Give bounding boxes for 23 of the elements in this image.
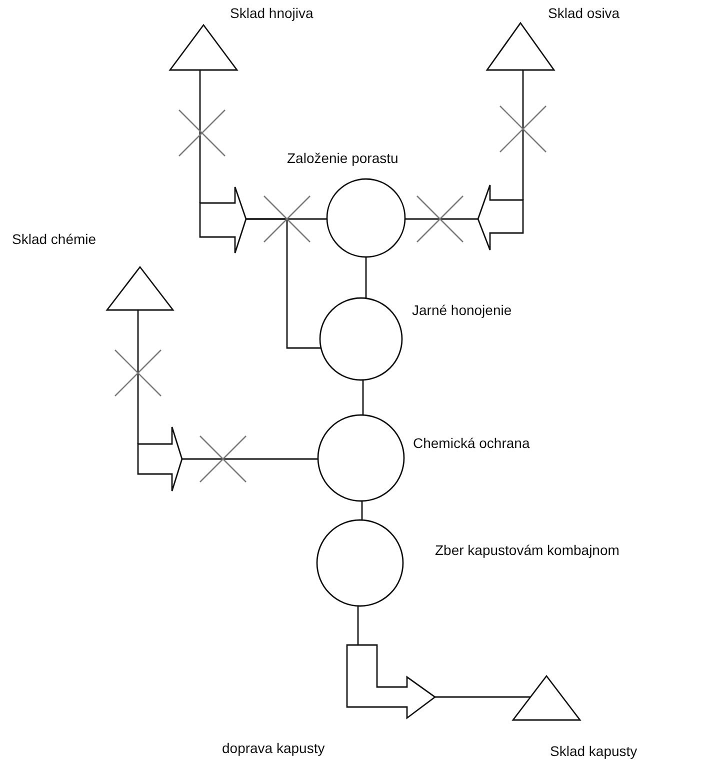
connector-line: [199, 70, 201, 203]
node-label: Zber kapustovám kombajnom: [435, 542, 620, 558]
node-label: Sklad osiva: [548, 5, 620, 21]
node-label: doprava kapusty: [222, 740, 325, 756]
connector-line: [361, 501, 363, 520]
connector-line: [362, 380, 364, 415]
connector-line: [246, 218, 321, 349]
connector-line: [137, 310, 139, 444]
connector-line: [405, 218, 478, 220]
transport-arrow: [138, 427, 182, 491]
node-label: Sklad kapusty: [550, 743, 638, 759]
node-label: Sklad hnojiva: [230, 5, 314, 21]
transport-arrow: [478, 185, 523, 250]
connector-line: [357, 606, 359, 645]
node-label: Chemická ochrana: [413, 435, 530, 451]
connector-line: [522, 70, 524, 200]
connector-line: [435, 696, 531, 698]
node-label: Jarné honojenie: [412, 302, 512, 318]
node-label: Založenie porastu: [287, 150, 398, 166]
connector-line: [182, 458, 318, 460]
node-label: Sklad chémie: [12, 231, 96, 247]
connector-line: [365, 257, 367, 298]
transport-arrow: [200, 187, 246, 253]
